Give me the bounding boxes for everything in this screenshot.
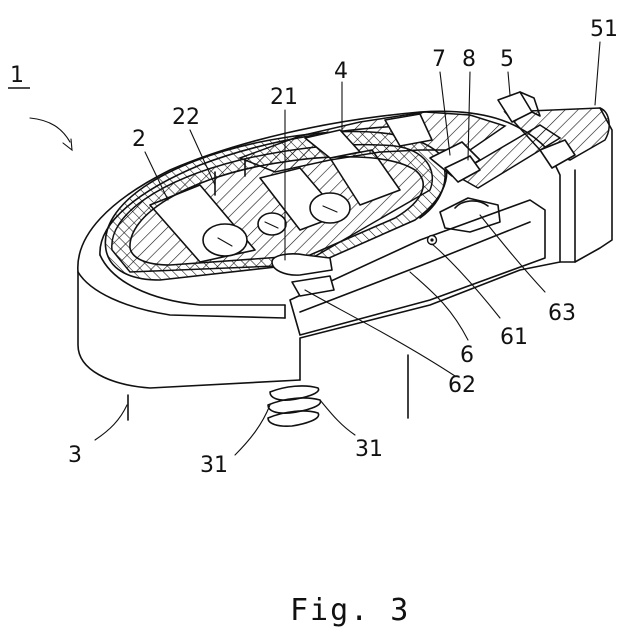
label-51: 51: [590, 17, 618, 42]
label-31-left: 31: [200, 453, 228, 478]
label-62: 62: [448, 373, 476, 398]
label-6: 6: [460, 343, 474, 368]
button-small: [258, 213, 286, 235]
label-22: 22: [172, 105, 200, 130]
springs-31: [268, 386, 321, 426]
label-2: 2: [132, 127, 146, 152]
label-63: 63: [548, 301, 576, 326]
button-large-2: [310, 193, 350, 223]
label-8: 8: [462, 47, 476, 72]
label-61: 61: [500, 325, 528, 350]
label-3: 3: [68, 443, 82, 468]
label-5: 5: [500, 47, 514, 72]
button-large-1: [203, 224, 247, 256]
label-7: 7: [432, 47, 446, 72]
figure-caption: Fig. 3: [290, 593, 410, 628]
label-21: 21: [270, 85, 298, 110]
label-4: 4: [334, 59, 348, 84]
label-31-right: 31: [355, 437, 383, 462]
label-1: 1: [10, 63, 24, 88]
